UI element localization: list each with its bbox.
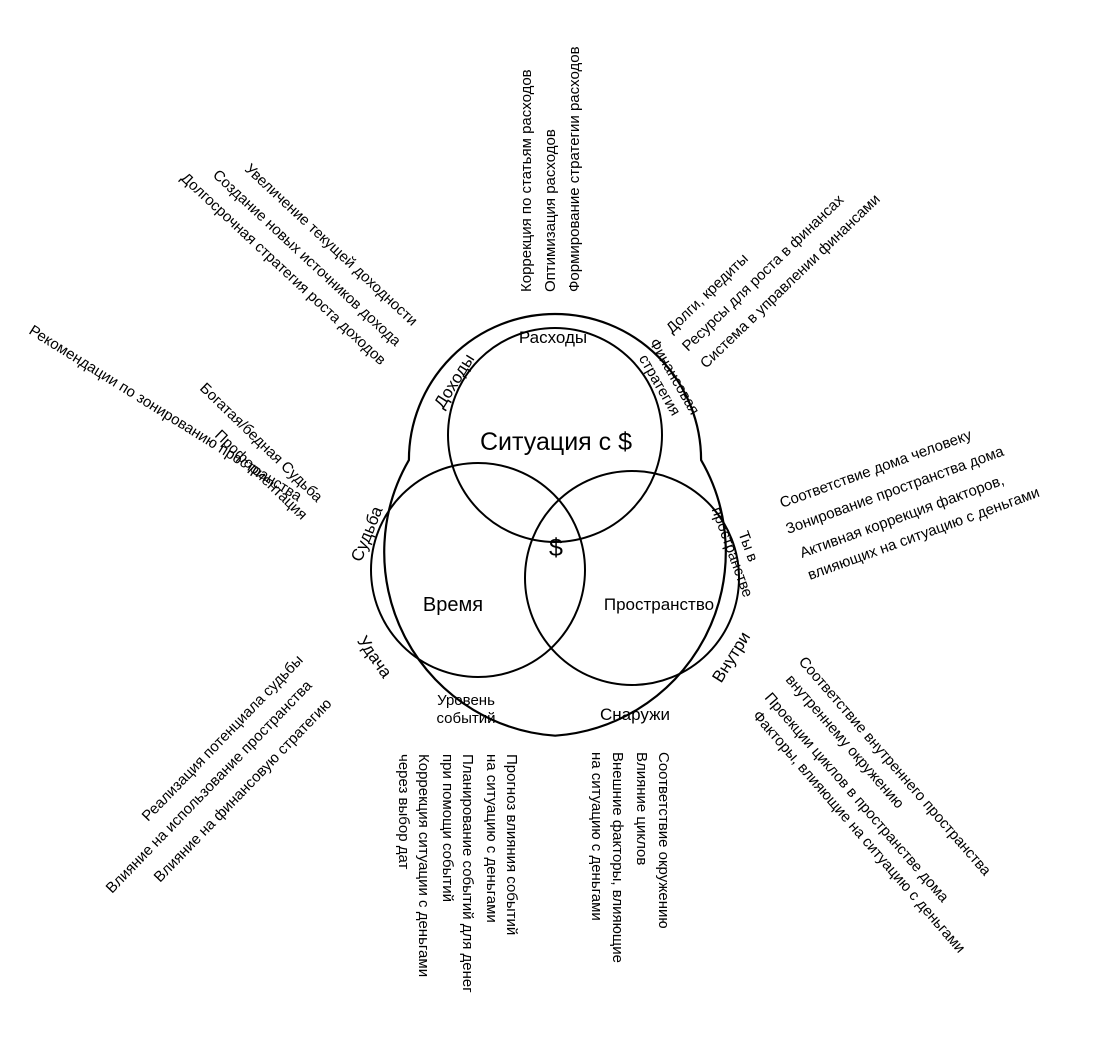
notes-luck: Реализация потенциала судьбы Влияние на … xyxy=(103,652,336,897)
ring-label-you-space: Ты в пространстве xyxy=(708,505,762,600)
note-outside-4: на ситуацию с деньгами xyxy=(588,752,605,921)
ring-label-events: Уровень событий xyxy=(436,692,495,727)
time-circle xyxy=(370,462,586,678)
note-outside-3: Внешние факторы, влияющие xyxy=(609,752,626,963)
note-events-4: при помощи событий xyxy=(439,754,456,902)
note-outside-1: Соответствие окружению xyxy=(655,752,672,929)
note-expenses-2: Оптимизация расходов xyxy=(542,129,559,292)
ring-label-fate: Судьба xyxy=(347,503,386,564)
note-income-2: Создание новых источников дохода xyxy=(209,166,404,350)
notes-expenses: Коррекция по статьям расходов Оптимизаци… xyxy=(518,46,583,292)
note-events-2: на ситуацию с деньгами xyxy=(483,754,500,923)
ring-label-expenses: Расходы xyxy=(519,328,587,347)
ring-label-income: Доходы xyxy=(430,350,478,411)
ring-label-events-line2: событий xyxy=(436,710,495,727)
space-circle xyxy=(524,470,740,686)
dollar-label: $ xyxy=(549,534,563,562)
space-label: Пространство xyxy=(604,595,714,614)
note-events-1: Прогноз влияния событий xyxy=(503,754,520,935)
notes-events: Прогноз влияния событий на ситуацию с де… xyxy=(395,754,520,993)
note-strategy-2: Ресурсы для роста в финансах xyxy=(679,191,848,355)
note-luck-2: Влияние на использование пространства xyxy=(103,677,316,897)
time-label: Время xyxy=(423,594,483,616)
ring-label-luck: Удача xyxy=(353,632,396,682)
note-events-5: Коррекция ситуации с деньгами xyxy=(415,754,432,977)
notes-fate: Рекомендации по зонированию пространства… xyxy=(26,322,326,523)
notes-you-space: Соответствие дома человеку Зонирование п… xyxy=(778,426,1042,584)
note-events-3: Планирование событий для денег xyxy=(459,754,476,993)
situation-circle xyxy=(447,327,663,543)
notes-strategy: Долги, кредиты Ресурсы для роста в финан… xyxy=(663,191,884,372)
note-expenses-3: Формирование стратегии расходов xyxy=(566,46,583,292)
notes-inside: Соответствие внутреннего пространства вн… xyxy=(749,653,995,956)
situation-label: Ситуация с $ xyxy=(480,428,632,456)
note-expenses-1: Коррекция по статьям расходов xyxy=(518,69,535,292)
notes-outside: Соответствие окружению Влияние циклов Вн… xyxy=(588,752,672,963)
ring-label-inside: Внутри xyxy=(708,628,754,686)
note-outside-2: Влияние циклов xyxy=(633,752,650,865)
ring-label-events-line1: Уровень xyxy=(437,692,495,709)
notes-income: Увеличение текущей доходности Создание н… xyxy=(177,160,420,368)
note-events-6: через выбор дат xyxy=(395,754,412,870)
ring-label-outside: Снаружи xyxy=(600,705,670,724)
